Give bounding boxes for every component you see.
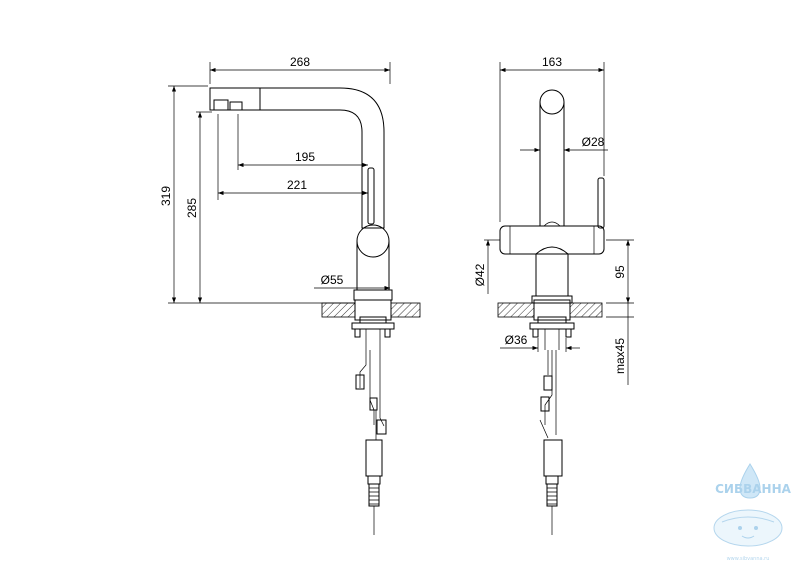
dim-side-width: 268: [209, 55, 391, 84]
side-spray-head: [209, 87, 261, 111]
watermark-brand: СИБВАННА: [715, 482, 792, 496]
front-hose-weight: [543, 439, 563, 477]
dim-319-label: 319: [159, 186, 173, 206]
side-spout-outline: [209, 87, 385, 229]
dim-side-height-319: 319: [159, 85, 355, 304]
dim-front-body-diameter: Ø42: [473, 239, 500, 294]
dim-d42-label: Ø42: [473, 263, 487, 286]
dim-front-width: 163: [499, 55, 605, 222]
side-nozzle: [213, 99, 229, 111]
dim-163-label: 163: [542, 55, 562, 69]
dim-268-label: 268: [290, 55, 310, 69]
dim-side-reach-195: 195: [237, 114, 368, 170]
front-lever: [597, 177, 605, 229]
dim-221-label: 221: [287, 178, 307, 192]
dim-195-label: 195: [295, 150, 315, 164]
dim-side-height-285: 285: [185, 111, 212, 303]
side-lever: [367, 167, 375, 225]
water-drop-icon: [739, 463, 761, 499]
side-hose-weight: [365, 439, 383, 477]
dim-front-lever-diameter: Ø28: [520, 135, 608, 153]
watermark-url: www.sibvanna.ru: [727, 556, 770, 562]
front-spout-top: [539, 89, 565, 115]
dim-d55-label: Ø55: [321, 273, 344, 287]
front-mixer-body: [499, 225, 605, 255]
dim-front-height-95: 95: [606, 239, 634, 304]
side-mixer-cartridge: [356, 224, 390, 258]
dim-max45-label: max45: [613, 338, 627, 374]
front-view: 163 Ø28 Ø42 95 Ø36: [473, 55, 634, 535]
watermark-logo: СИБВАННА www.sibvanna.ru: [713, 463, 792, 562]
dim-285-label: 285: [185, 198, 199, 218]
dim-side-reach-221: 221: [217, 114, 368, 200]
dim-front-mount-diameter: Ø36: [500, 333, 580, 352]
dim-front-max-thickness: max45: [606, 303, 634, 385]
dim-side-base-diameter: Ø55: [314, 273, 390, 291]
side-view: 268 195 221 319 285: [159, 55, 421, 535]
dim-d36-label: Ø36: [505, 333, 528, 347]
dim-d28-label: Ø28: [582, 135, 605, 149]
bathtub-icon: [713, 509, 783, 547]
dim-95-label: 95: [613, 265, 627, 279]
